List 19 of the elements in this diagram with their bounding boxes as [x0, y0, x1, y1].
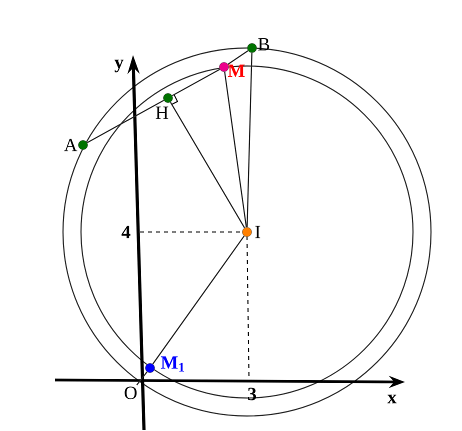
point-label: I [255, 226, 260, 238]
line-segment [136, 371, 148, 386]
point-label: M [228, 64, 245, 77]
axis-label: 3 [248, 388, 256, 400]
point-label: A [64, 138, 78, 152]
point-label: O [124, 386, 137, 400]
line-segment [152, 236, 245, 364]
axis-label: x [387, 394, 397, 404]
line-segment [228, 50, 248, 65]
point-label: M$_{1}$ [160, 356, 184, 372]
point-label: B [258, 38, 270, 50]
line-segment [246, 52, 252, 228]
line-segment [224, 72, 247, 228]
axis-label: y [114, 60, 124, 72]
line-segment [170, 102, 246, 228]
axis-label: 4 [122, 226, 130, 238]
line-segment [86, 100, 164, 144]
point-label: H [156, 106, 168, 119]
line-segment [172, 68, 220, 96]
